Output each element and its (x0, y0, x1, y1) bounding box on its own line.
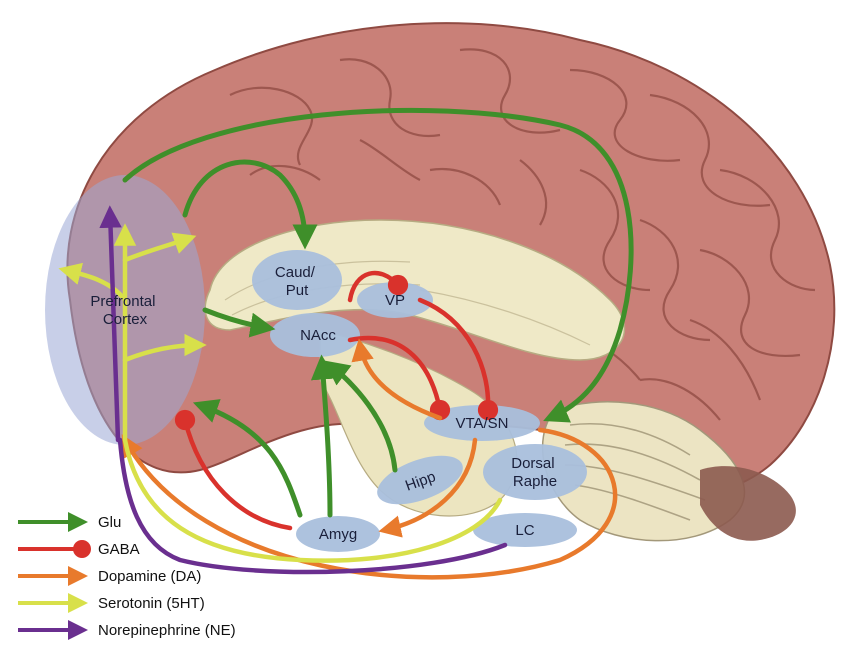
legend-label: Norepinephrine (NE) (98, 622, 236, 639)
legend-label: Glu (98, 514, 121, 531)
label-vp: VP (385, 292, 405, 309)
label-nacc: NAcc (300, 327, 336, 344)
legend-label: Serotonin (5HT) (98, 595, 205, 612)
legend-label: GABA (98, 541, 140, 558)
legend-label: Dopamine (DA) (98, 568, 201, 585)
node-dorsal-raphe (483, 444, 587, 500)
label-vta-sn: VTA/SN (455, 415, 508, 432)
label-dorsal-raphe: Dorsal Raphe (511, 455, 559, 490)
label-lc: LC (515, 522, 534, 539)
label-amyg: Amyg (319, 526, 357, 543)
